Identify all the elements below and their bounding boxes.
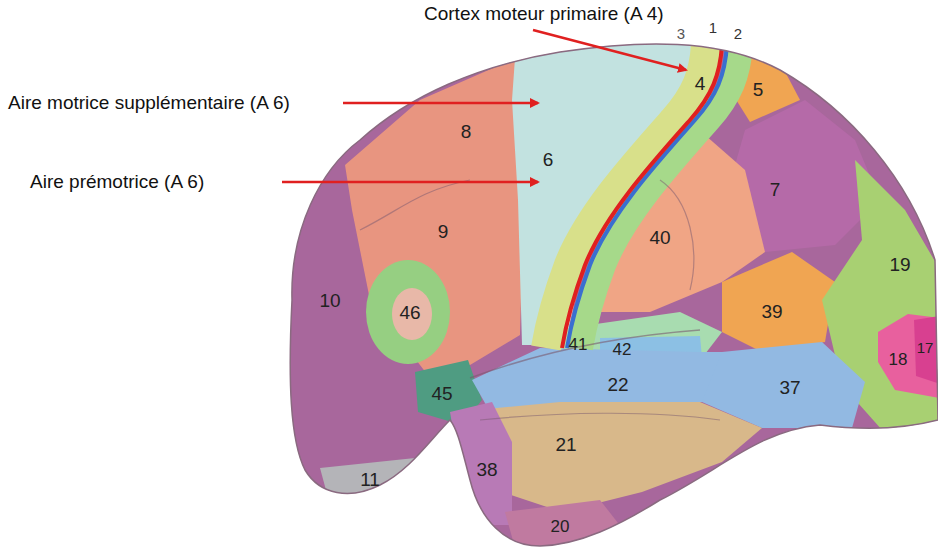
area-number: 1 <box>709 20 717 37</box>
area-number: 39 <box>761 302 782 323</box>
area-number: 41 <box>569 336 588 355</box>
leader-arrow <box>282 181 538 184</box>
area-number: 45 <box>431 384 452 405</box>
area-number: 17 <box>917 340 934 357</box>
area-number: 19 <box>889 255 910 276</box>
area-number: 22 <box>607 375 628 396</box>
annotation-label: Cortex moteur primaire (A 4) <box>424 4 664 25</box>
area-number: 4 <box>695 74 706 95</box>
leader-arrow <box>533 30 686 70</box>
annotation-label: Aire prémotrice (A 6) <box>30 172 204 193</box>
area-number: 8 <box>461 122 472 143</box>
area-number: 7 <box>770 180 781 201</box>
area-number: 18 <box>889 351 908 370</box>
area-number: 20 <box>551 518 570 537</box>
area-number: 6 <box>543 150 554 171</box>
area-number: 38 <box>476 460 497 481</box>
area-number: 2 <box>734 26 742 43</box>
area-number: 5 <box>753 80 764 101</box>
leader-arrow <box>343 102 538 105</box>
area-number: 11 <box>360 470 380 491</box>
area-number: 21 <box>555 435 576 456</box>
area-number: 9 <box>438 222 449 243</box>
area-number: 42 <box>613 341 632 360</box>
area-number: 37 <box>779 378 800 399</box>
annotation-label: Aire motrice supplémentaire (A 6) <box>8 93 290 114</box>
area-number: 10 <box>319 291 340 312</box>
area-number: 3 <box>677 26 685 43</box>
area-number: 40 <box>649 228 670 249</box>
area-number: 46 <box>399 303 420 324</box>
